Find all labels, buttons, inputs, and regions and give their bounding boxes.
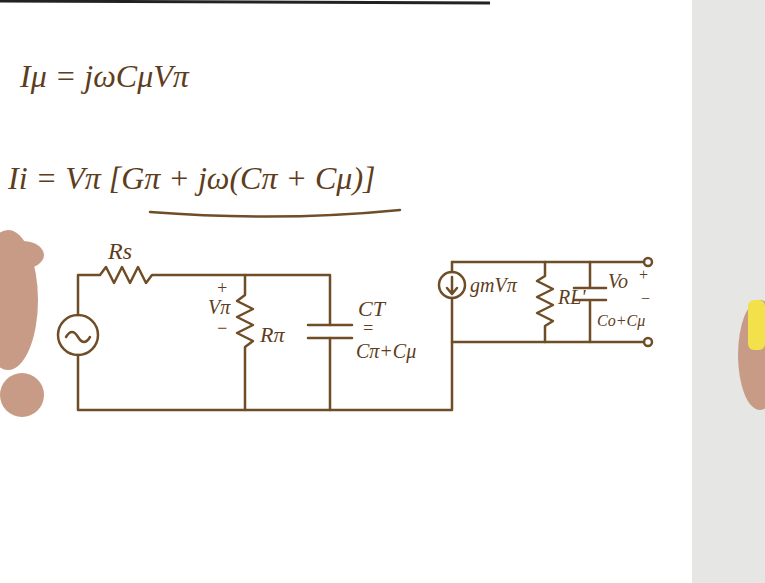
equals-sign: = <box>362 318 374 339</box>
source-value: gmVπ <box>470 274 517 296</box>
polarity-sign: + <box>638 266 649 283</box>
capacitor-value: Cπ+Cμ <box>356 340 416 362</box>
input-top-wire <box>78 267 330 325</box>
capacitor-name: CT <box>358 296 385 321</box>
current-source-symbol <box>439 272 465 298</box>
voltage-name: Vo <box>608 270 628 293</box>
output-bottom-wire <box>452 262 644 342</box>
voltage-name: Vo <box>608 270 628 292</box>
r-load-resistor-symbol <box>537 262 553 342</box>
output-terminal <box>644 258 652 266</box>
equation: Iμ = jωCμVπ <box>20 58 189 95</box>
polarity-sign: − <box>640 290 651 307</box>
capacitor-value: Co+Cμ <box>597 312 645 330</box>
resistor-name: Rπ <box>260 322 284 347</box>
r-pi-resistor-symbol <box>237 275 253 410</box>
current-arrow <box>447 277 457 294</box>
resistor-name: Rs <box>108 238 132 266</box>
right-hand <box>738 300 765 410</box>
polarity-sign: + <box>216 278 228 298</box>
equation: Iμ = jωCμVπ <box>20 58 189 94</box>
top-edge <box>0 1 490 3</box>
voltage-name: Vπ <box>208 296 230 318</box>
equation: Ii = Vπ [Gπ + jω(Cπ + Cμ)] <box>8 160 376 197</box>
resistor-name: RL' <box>558 286 586 309</box>
c-t-capacitor-symbol <box>308 325 352 338</box>
equation: Ii = Vπ [Gπ + jω(Cπ + Cμ)] <box>8 160 376 196</box>
ac-source-wave <box>66 332 90 342</box>
board-edge <box>692 0 765 583</box>
polarity-sign: + <box>638 266 649 284</box>
left-hand <box>0 230 44 417</box>
capacitor-value: Co+Cμ <box>597 312 645 329</box>
polarity-sign: − <box>640 290 651 308</box>
resistor-name: RL' <box>558 286 586 308</box>
output-terminal <box>644 338 652 346</box>
voltage-name: Vπ <box>208 296 230 319</box>
polarity-sign: − <box>216 318 228 338</box>
equals-sign: = <box>362 318 374 338</box>
bracket-underline <box>150 210 400 217</box>
polarity-sign: + <box>216 278 228 299</box>
source-value: gmVπ <box>470 274 517 297</box>
ac-source-symbol <box>58 315 98 355</box>
resistor-name: Rs <box>108 238 132 264</box>
polarity-sign: − <box>216 318 228 339</box>
capacitor-value: Cπ+Cμ <box>356 340 416 363</box>
capacitor-name: CT <box>358 296 385 321</box>
cap-wire <box>329 338 332 410</box>
resistor-name: Rπ <box>260 322 284 347</box>
output-top-wire <box>452 261 644 264</box>
